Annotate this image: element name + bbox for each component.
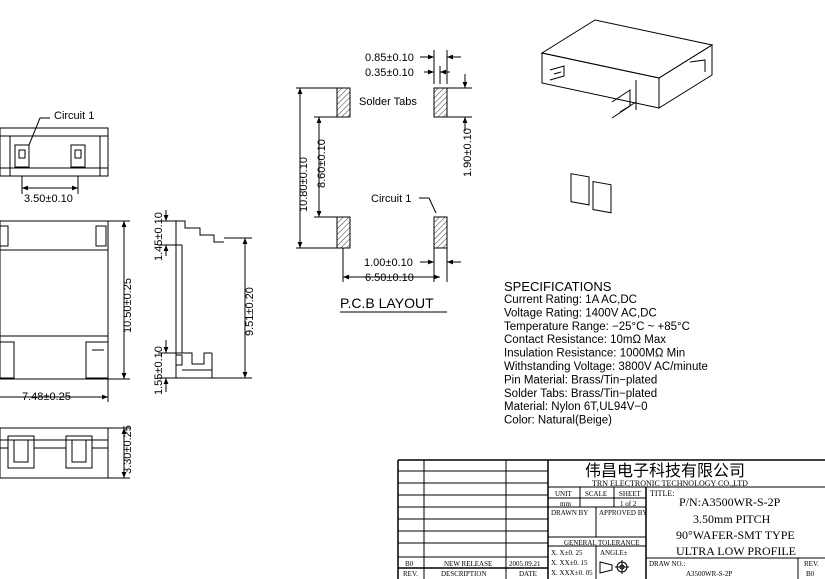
rev-col-header: REV.	[403, 570, 418, 578]
draw-no-value: A3500WR-S-2P	[686, 570, 732, 578]
front-view: 10.50±0.25 7.48±0.25	[0, 220, 134, 403]
drawn-by-label: DRAWN BY	[551, 509, 588, 517]
pcb-dim-085: 0.85±0.10	[365, 52, 414, 64]
company-name-cn: 伟昌电子科技有限公司	[585, 462, 745, 480]
isometric-view	[540, 19, 714, 214]
title-line-4: ULTRA LOW PROFILE	[676, 544, 796, 558]
side-view: 1.45±0.10 1.55±0.10 9.51±0.20	[153, 210, 256, 395]
title-part-number: P/N:A3500WR-S-2P	[679, 495, 781, 509]
spec-line: Contact Resistance: 10mΩ Max	[504, 334, 666, 346]
unit-value: mm	[560, 500, 571, 508]
width-dimension: 7.48±0.25	[22, 391, 71, 403]
spec-line: Pin Material: Brass/Tin−plated	[504, 374, 657, 386]
pcb-layout: 0.85±0.10 0.35±0.10 Solder Tabs 10.80±0.…	[296, 50, 474, 313]
dim-155: 1.55±0.10	[153, 346, 165, 395]
spec-line: Temperature Range: −25°C ~ +85°C	[504, 321, 690, 333]
sheet-label: SHEET	[619, 490, 642, 498]
projection-symbol-icon	[599, 560, 629, 574]
date-col-header: DATE	[519, 570, 537, 578]
solder-tabs-label: Solder Tabs	[359, 96, 417, 108]
tolerance-2: X. XX±0. 15	[551, 559, 588, 567]
tolerance-3: X. XXX±0. 05	[551, 569, 593, 577]
title-line-3: 90°WAFER-SMT TYPE	[676, 528, 795, 542]
title-line-2: 3.50mm PITCH	[693, 512, 771, 526]
tolerance-1: X. X±0. 25	[551, 549, 583, 557]
specs-heading: SPECIFICATIONS	[504, 279, 612, 294]
solder-tab-top-left	[336, 87, 351, 118]
pcb-dim-035: 0.35±0.10	[365, 67, 414, 79]
circuit-1-label: Circuit 1	[54, 110, 94, 122]
rev-label: REV.	[804, 560, 819, 568]
rev-row-rev: B0	[405, 560, 414, 568]
rev-value: B0	[806, 570, 815, 578]
pitch-dimension: 3.50±0.10	[24, 193, 73, 205]
pcb-dim-1080: 10.80±0.10	[298, 157, 310, 212]
pcb-circuit-1-label: Circuit 1	[371, 193, 411, 205]
approved-by-label: APPROVED BY	[599, 509, 647, 517]
sheet-value: 1 of 2	[620, 500, 637, 508]
desc-col-header: DESCRIPTION	[441, 570, 487, 578]
spec-line: Voltage Rating: 1400V AC,DC	[504, 307, 657, 319]
unit-label: UNIT	[555, 490, 572, 498]
solder-tab-top-right	[433, 87, 448, 118]
spec-line: Withstanding Voltage: 3800V AC/minute	[504, 361, 708, 373]
company-name-en: TRN ELECTRONIC TECHNOLOGY CO.,LTD	[592, 479, 748, 488]
spec-line: Solder Tabs: Brass/Tin−plated	[504, 388, 657, 400]
pin-pad-right	[433, 216, 448, 249]
specifications: SPECIFICATIONS Current Rating: 1A AC,DCV…	[504, 279, 708, 427]
spec-line: Material: Nylon 6T,UL94V−0	[504, 401, 648, 413]
pcb-dim-650: 6.50±0.10	[365, 272, 414, 284]
rev-row-desc: NEW RELEASE	[444, 560, 492, 568]
bottom-view: 3.30±0.25	[0, 425, 134, 479]
dim-951: 9.51±0.20	[244, 287, 256, 336]
draw-no-label: DRAW NO.:	[649, 560, 685, 568]
title-label: TITLE:	[650, 489, 674, 498]
top-view: 3.50±0.10 Circuit 1	[0, 110, 109, 205]
pcb-layout-title: P.C.B LAYOUT	[340, 295, 434, 311]
rev-row-date: 2005.09.21	[509, 560, 541, 568]
dim-145: 1.45±0.10	[153, 212, 165, 261]
pcb-dim-860: 8.60±0.10	[316, 139, 328, 188]
pin-pad-left	[336, 216, 351, 249]
angle-label: ANGLE±	[600, 549, 628, 557]
spec-line: Current Rating: 1A AC,DC	[504, 294, 637, 306]
general-tolerance-label: GENERAL TOLERANCE	[564, 539, 640, 547]
spec-line: Color: Natural(Beige)	[504, 415, 612, 427]
height-dimension: 10.50±0.25	[122, 278, 134, 333]
pcb-dim-100: 1.00±0.10	[364, 257, 413, 269]
scale-label: SCALE	[585, 490, 607, 498]
spec-line: Insulation Resistance: 1000MΩ Min	[504, 348, 685, 360]
bottom-height-dimension: 3.30±0.25	[122, 425, 134, 474]
title-block: B0 NEW RELEASE 2005.09.21 REV. DESCRIPTI…	[397, 459, 825, 579]
pcb-dim-190: 1.90±0.10	[462, 128, 474, 177]
